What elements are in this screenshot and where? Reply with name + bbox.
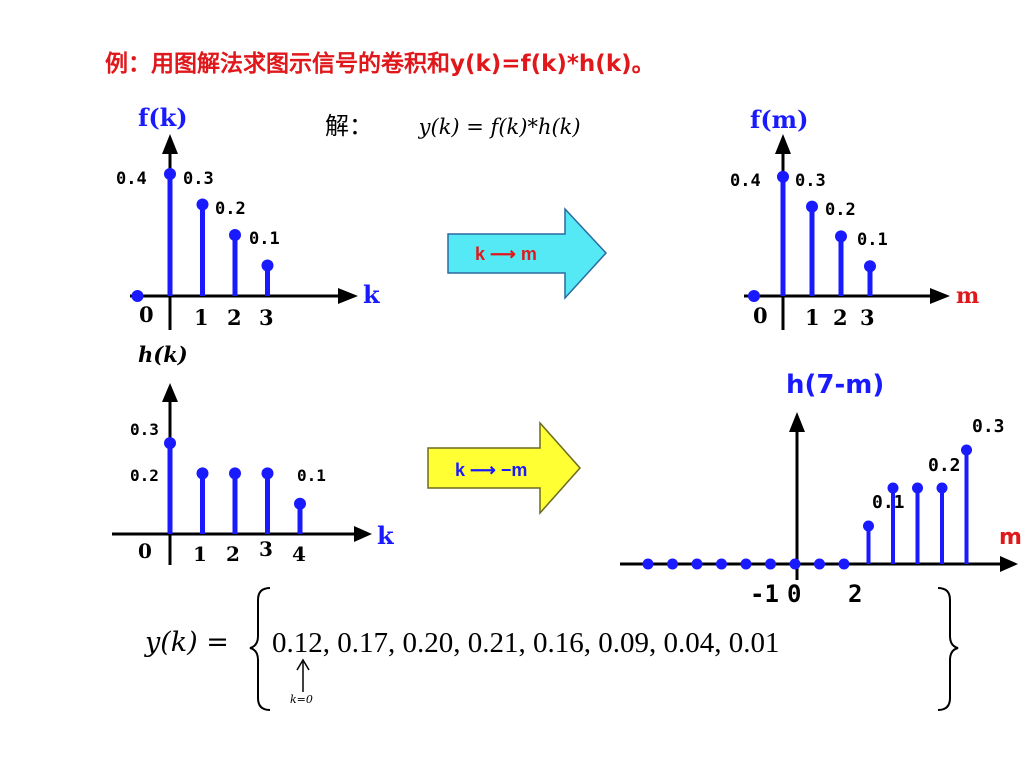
result-lhs: y(k) = [145,627,229,658]
f-m-point [777,170,789,183]
h-7-m-value-label: 0.3 [972,416,1005,437]
chart-h-k: h(k) k 0.3 0.2 0.1 0 1 2 3 4 [112,342,395,566]
f-m-value-label: 0.2 [825,200,856,220]
f-m-point [864,260,876,273]
k0-marker-arrow-head [296,658,310,671]
f-k-tick-label: 0 [139,302,154,327]
h-7-m-point [863,520,874,532]
h-k-point [196,467,209,480]
h-7-m-point [838,558,850,570]
f-k-y-arrowhead [162,134,178,154]
f-k-value-label: 0.1 [249,229,280,249]
h-7-m-y-arrowhead [789,412,805,432]
page-title: 例：用图解法求图示信号的卷积和y(k)=f(k)*h(k)。 [105,51,655,77]
h-7-m-point [961,444,972,456]
f-k-title: f(k) [138,103,188,132]
arrow2-label: k ⟶ −m [455,460,527,480]
right-brace [937,587,959,711]
f-k-point [164,168,176,180]
h-k-y-arrowhead [162,383,178,402]
result-expression: y(k) = 0.12, 0.17, 0.20, 0.21, 0.16, 0.0… [145,585,965,715]
transform-arrow-k-to-neg-m: k ⟶ −m [427,421,582,515]
f-k-tick-label: 2 [227,305,242,330]
h-7-m-point [887,482,899,494]
f-m-value-label: 0.3 [795,171,826,191]
f-k-tick-label: 3 [259,305,274,330]
f-m-tick-label: 2 [833,305,848,330]
h-7-m-point [691,558,703,570]
h-7-m-point [912,482,923,494]
h-7-m-title: h(7-m) [786,370,884,400]
h-k-value-label: 0.2 [130,466,159,485]
f-m-title: f(m) [750,105,808,134]
cyan-arrow-shape [447,207,608,300]
h-k-tick-label: 3 [259,537,273,561]
chart-h-7-m: h(7-m) m 0.1 0.2 0.3 -1 0 2 [620,370,1022,608]
h-7-m-point [716,558,727,570]
f-m-x-arrowhead [930,288,950,304]
f-k-point [196,198,209,211]
f-k-xlabel: k [363,280,381,309]
h-7-m-tick-label: -1 [750,580,779,608]
h-k-point [294,497,306,510]
h-k-x-arrowhead [354,526,372,542]
h-k-tick-label: 2 [226,542,240,566]
solution-line: 解： y(k) = f(k)*h(k) [325,106,581,141]
f-m-tick-label: 0 [753,303,768,328]
transform-arrow-k-to-m: k ⟶ m [447,207,608,300]
h-k-value-label: 0.3 [130,420,159,439]
result-braces [249,587,959,711]
h-7-m-point [936,482,948,494]
f-k-x-arrowhead [338,288,358,304]
f-k-value-label: 0.2 [215,199,246,219]
result-k0-marker: k=0 [290,693,313,706]
h-k-point [261,467,274,480]
f-m-value-label: 0.1 [857,230,888,250]
h-k-tick-label: 1 [193,542,207,566]
f-k-value-label: 0.3 [183,169,214,189]
h-7-m-tick-label: 2 [848,580,862,608]
f-m-y-arrowhead [775,134,791,154]
yellow-arrow-shape [427,421,582,515]
h-7-m-point [814,558,825,570]
f-k-point [261,259,274,272]
h-7-m-tick-label: 0 [787,580,801,608]
f-k-point [131,290,144,302]
f-m-value-label: 0.4 [730,171,761,191]
f-k-point [229,229,241,241]
h-k-tick-label: 4 [292,542,306,566]
chart-f-m: f(m) m 0.4 0.3 0.2 0.1 0 1 2 3 [730,105,979,330]
f-m-tick-label: 3 [860,305,875,330]
f-m-xlabel: m [956,283,979,309]
arrow1-label: k ⟶ m [475,244,537,264]
h-k-point [164,437,176,450]
h-7-m-value-label: 0.2 [928,455,961,476]
h-k-value-label: 0.1 [297,466,326,485]
h-7-m-xlabel: m [999,525,1022,550]
left-brace [249,587,271,711]
f-m-point [835,230,847,243]
solution-label: 解： [325,112,373,140]
chart-f-k: f(k) k 0.4 0.3 0.2 0.1 0 1 2 3 [116,103,381,330]
h-7-m-point [642,558,654,570]
h-7-m-point [789,558,801,570]
f-m-tick-label: 1 [805,305,820,330]
f-m-point [806,200,818,213]
h-k-tick-label: 0 [138,539,152,563]
h-7-m-value-label: 0.1 [872,492,905,513]
h-7-m-point [765,558,776,570]
h-k-xlabel: k [377,521,395,550]
h-7-m-point [667,558,678,570]
f-k-tick-label: 1 [194,305,209,330]
h-k-title: h(k) [138,342,188,367]
f-k-value-label: 0.4 [116,169,147,189]
f-m-point [748,290,760,302]
h-7-m-point [740,558,752,570]
solution-formula: y(k) = f(k)*h(k) [418,115,581,139]
h-7-m-x-arrowhead [1000,556,1018,572]
h-k-point [229,467,241,480]
result-values: 0.12, 0.17, 0.20, 0.21, 0.16, 0.09, 0.04… [272,627,780,659]
